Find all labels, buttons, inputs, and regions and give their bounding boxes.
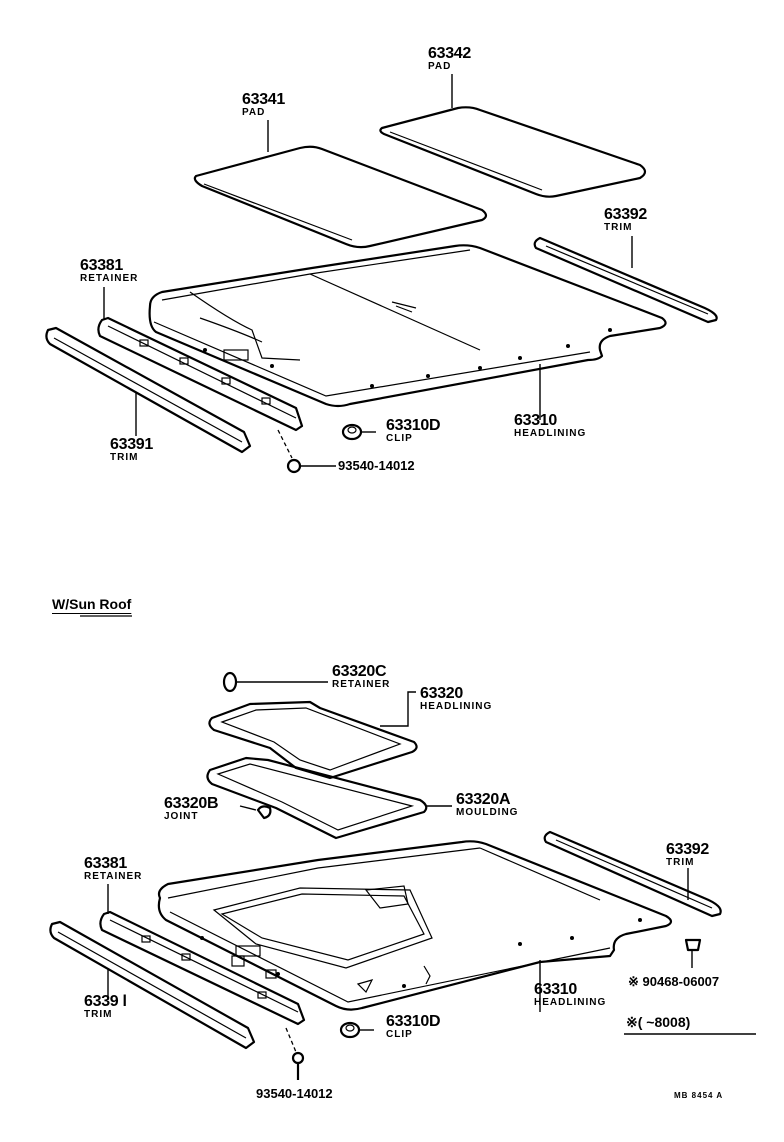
part-number: 63320B [164, 795, 219, 812]
headlining-63310-shape [148, 244, 667, 408]
part-name: RETAINER [80, 273, 139, 284]
clip-90468-shape [684, 938, 702, 968]
trim-63391-sr-shape [49, 920, 256, 1050]
moulding-63320a-shape [206, 756, 428, 840]
label-moulding-63320a: 63320A MOULDING [456, 792, 518, 818]
pad-63342-shape [379, 106, 647, 198]
part-number: 63391 [110, 436, 153, 453]
pad-63341-shape [193, 145, 488, 249]
label-trim-63391-sr: 6339 l TRIM [84, 994, 127, 1020]
label-trim-63392: 63392 TRIM [604, 207, 647, 233]
part-number: 63392 [666, 841, 709, 858]
part-name: HEADLINING [534, 997, 607, 1008]
part-name: CLIP [386, 1029, 413, 1040]
label-pad-63341: 63341 PAD [242, 92, 285, 118]
part-name: TRIM [666, 857, 695, 868]
part-number: 6339 l [84, 993, 127, 1010]
label-pad-63342: 63342 PAD [428, 46, 471, 72]
part-number: 63342 [428, 45, 471, 62]
label-headlining-63320: 63320 HEADLINING [420, 686, 492, 712]
part-number: 63341 [242, 91, 285, 108]
part-number: 63310D [386, 1013, 441, 1030]
part-number: 63320C [332, 663, 387, 680]
label-clip-63310d-sr: 63310D CLIP [386, 1013, 441, 1040]
part-name: RETAINER [84, 871, 143, 882]
part-name: HEADLINING [514, 428, 587, 439]
part-name: PAD [428, 61, 452, 72]
headlining-63310-sr-shape [157, 840, 673, 1011]
part-name: TRIM [110, 452, 139, 463]
clip-63310d-shape [341, 423, 363, 441]
part-number: 63310 [514, 412, 557, 429]
retainer-63381-shape [97, 316, 304, 432]
retainer-63320c-shape [222, 671, 328, 693]
section-title-sunroof: W/Sun Roof [52, 596, 132, 612]
part-number: 63392 [604, 206, 647, 223]
headlining-63320-shape [208, 700, 418, 780]
label-trim-63392-sr: 63392 TRIM [666, 842, 709, 868]
label-clip-90468: ※ 90468-06007 [628, 974, 720, 989]
part-number: 63381 [84, 855, 127, 872]
clip-63310d-sr-shape [339, 1021, 361, 1039]
part-name: HEADLINING [420, 701, 493, 712]
screw-93540-sr-shape [285, 1027, 305, 1080]
part-number: 63320A [456, 791, 511, 808]
part-name: JOINT [164, 811, 199, 822]
part-number: 63320 [420, 685, 463, 702]
label-retainer-63381: 63381 RETAINER [80, 258, 138, 284]
part-name: TRIM [604, 222, 633, 233]
part-number: 63381 [80, 257, 123, 274]
trim-63392-sr-shape [543, 830, 722, 918]
label-clip-63310d: 63310D CLIP [386, 417, 441, 444]
trim-63391-shape [45, 326, 252, 454]
trim-63392-shape [533, 236, 718, 324]
part-name: CLIP [386, 433, 413, 444]
part-name: RETAINER [332, 679, 391, 690]
screw-93540-shape [277, 429, 336, 474]
figure-code: MB 8454 A [674, 1091, 724, 1100]
label-screw-93540: 93540-14012 [338, 458, 415, 473]
label-screw-93540-sr: 93540-14012 [256, 1086, 333, 1101]
label-headlining-63310: 63310 HEADLINING [514, 413, 586, 439]
footnote-serial-range: ※( ~8008) [626, 1014, 691, 1030]
joint-63320b-shape [239, 805, 272, 820]
part-number: 63310D [386, 417, 441, 434]
part-name: MOULDING [456, 807, 519, 818]
retainer-63381-sr-shape [99, 910, 306, 1026]
part-number: 63310 [534, 981, 577, 998]
label-trim-63391: 63391 TRIM [110, 437, 153, 463]
part-name: TRIM [84, 1009, 113, 1020]
label-retainer-63381-sr: 63381 RETAINER [84, 856, 142, 882]
part-name: PAD [242, 107, 266, 118]
label-retainer-63320c: 63320C RETAINER [332, 664, 390, 690]
label-headlining-63310-sr: 63310 HEADLINING [534, 982, 606, 1008]
label-joint-63320b: 63320B JOINT [164, 795, 219, 822]
